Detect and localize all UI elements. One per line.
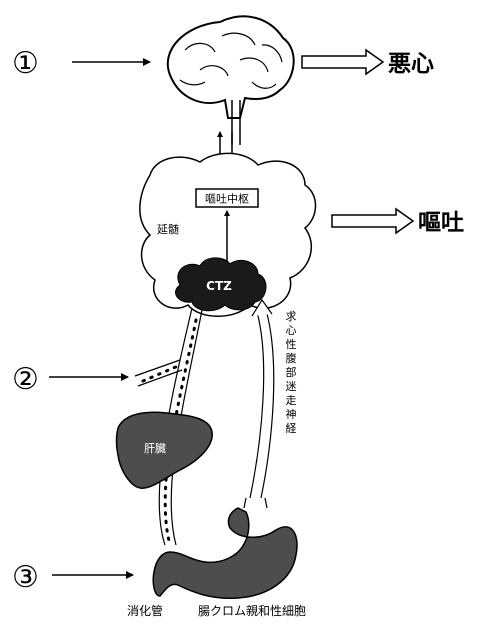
nausea-label: 悪心 (388, 51, 434, 77)
ctz-label: CTZ (206, 279, 232, 293)
stomach-illustration (152, 507, 298, 600)
vagus-char: 心 (286, 324, 297, 337)
vagus-char: 性 (286, 337, 297, 351)
vagus-char: 神 (286, 407, 297, 421)
vomiting-label: 嘔吐 (418, 210, 464, 236)
marker-3-label: ③ (12, 560, 39, 595)
vagus-char: 迷 (286, 380, 297, 393)
vagus-char: 求 (286, 310, 297, 323)
vagal-afferent-pathway (243, 298, 275, 509)
enterochromaffin-label: 腸クロム親和性細胞 (198, 604, 306, 618)
afferent-vagus-label: 求 心 性 腹 部 迷 走 神 経 (286, 310, 297, 435)
nausea-output-arrow (301, 48, 385, 76)
marker-1-label: ① (12, 46, 39, 81)
vagus-char: 腹 (286, 351, 297, 365)
liver-illustration (115, 411, 213, 489)
vagus-char: 走 (286, 394, 297, 407)
liver-label: 肝臓 (144, 442, 166, 455)
vagus-char: 経 (286, 422, 297, 435)
vomiting-output-arrow (331, 207, 415, 235)
vagus-char: 部 (286, 365, 297, 379)
marker-2-label: ② (12, 362, 39, 397)
medulla-label: 延髄 (157, 222, 179, 236)
vomiting-center-box (195, 188, 259, 208)
ctz-blob (175, 257, 267, 312)
brain-illustration (167, 15, 295, 145)
digestive-tract-label: 消化管 (127, 603, 163, 618)
vomiting-center-label: 嘔吐中枢 (205, 192, 249, 206)
